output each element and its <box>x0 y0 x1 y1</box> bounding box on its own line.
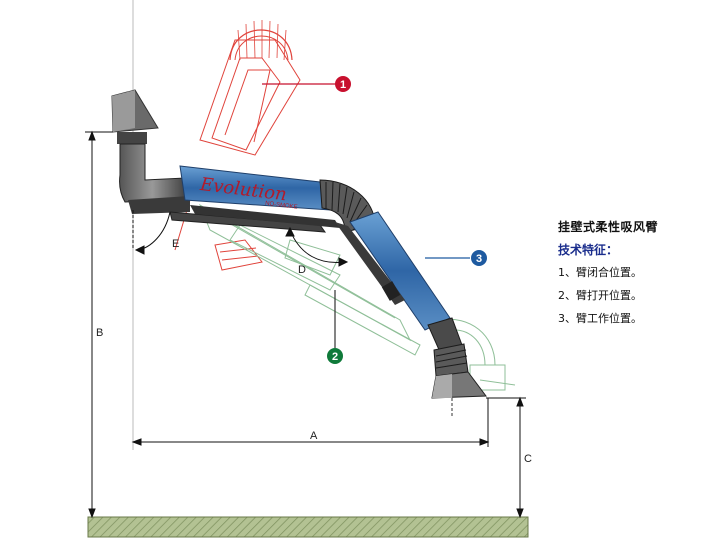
badge-1: 1 <box>335 76 351 92</box>
feature-item: 1、臂闭合位置。 <box>558 266 642 279</box>
feature-item: 3、臂工作位置。 <box>558 312 642 325</box>
feature-panel: 挂壁式柔性吸风臂 技术特征： 1、臂闭合位置。 2、臂打开位置。 3、臂工作位置… <box>558 218 718 333</box>
angle-markers <box>134 211 349 267</box>
dimension-label-d: D <box>298 264 306 276</box>
badge-2: 2 <box>327 348 343 364</box>
dimension-lines <box>85 130 526 519</box>
dimension-label-c: C <box>524 453 532 465</box>
wall-mount <box>111 89 190 214</box>
arm-brand-subtext: NO-SMOKE <box>265 201 298 211</box>
badge-3: 3 <box>471 250 487 266</box>
svg-text:2: 2 <box>332 351 338 363</box>
working-position-arm: Evolution NO-SMOKE <box>169 165 487 418</box>
panel-subtitle: 技术特征： <box>558 243 619 257</box>
dimension-label-a: A <box>310 430 318 442</box>
dimension-label-e: E <box>172 238 179 250</box>
panel-title: 挂壁式柔性吸风臂 <box>558 220 659 234</box>
leader-lines <box>262 83 470 348</box>
closed-position-ghost <box>174 20 301 271</box>
svg-text:1: 1 <box>340 79 346 91</box>
floor <box>87 516 529 538</box>
svg-text:3: 3 <box>476 253 482 265</box>
dimension-label-b: B <box>96 327 103 339</box>
feature-item: 2、臂打开位置。 <box>558 289 642 302</box>
